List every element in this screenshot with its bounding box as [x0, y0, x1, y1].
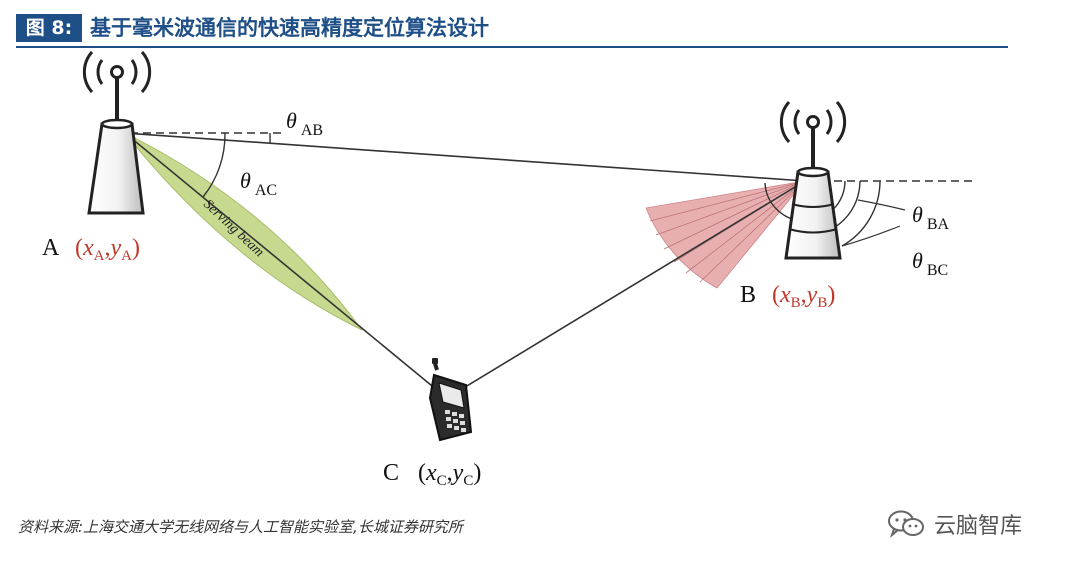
base-station-b-icon — [779, 101, 847, 260]
watermark: 云脑智库 — [886, 508, 1022, 540]
figure-title: 基于毫米波通信的快速高精度定位算法设计 — [90, 16, 489, 40]
base-station-a-icon — [82, 51, 152, 215]
node-a-name: A — [42, 235, 60, 261]
node-c-coords: (xC,yC) — [418, 460, 481, 489]
node-b-name: B — [740, 282, 756, 308]
line-b-c — [451, 180, 806, 396]
node-a-coords: (xA,yA) — [75, 235, 140, 264]
beam-sector-b — [645, 180, 806, 289]
source-note: 资料来源:上海交通大学无线网络与人工智能实验室,长城证券研究所 — [18, 518, 463, 536]
line-a-c — [124, 132, 444, 396]
angle-arc-ac — [202, 132, 226, 198]
line-a-b — [124, 132, 806, 182]
watermark-text: 云脑智库 — [934, 514, 1023, 539]
angle-tick-ba — [857, 199, 906, 211]
figure-header: 图 8: 基于毫米波通信的快速高精度定位算法设计 — [16, 12, 1008, 48]
node-c-name: C — [383, 460, 399, 486]
figure-number-badge: 图 8: — [16, 14, 82, 42]
mobile-phone-c-icon — [428, 358, 473, 442]
angle-tick-bc — [841, 225, 901, 247]
angle-arc-bc — [841, 180, 881, 247]
wechat-icon — [888, 510, 924, 539]
node-b-coords: (xB,yB) — [772, 282, 835, 311]
